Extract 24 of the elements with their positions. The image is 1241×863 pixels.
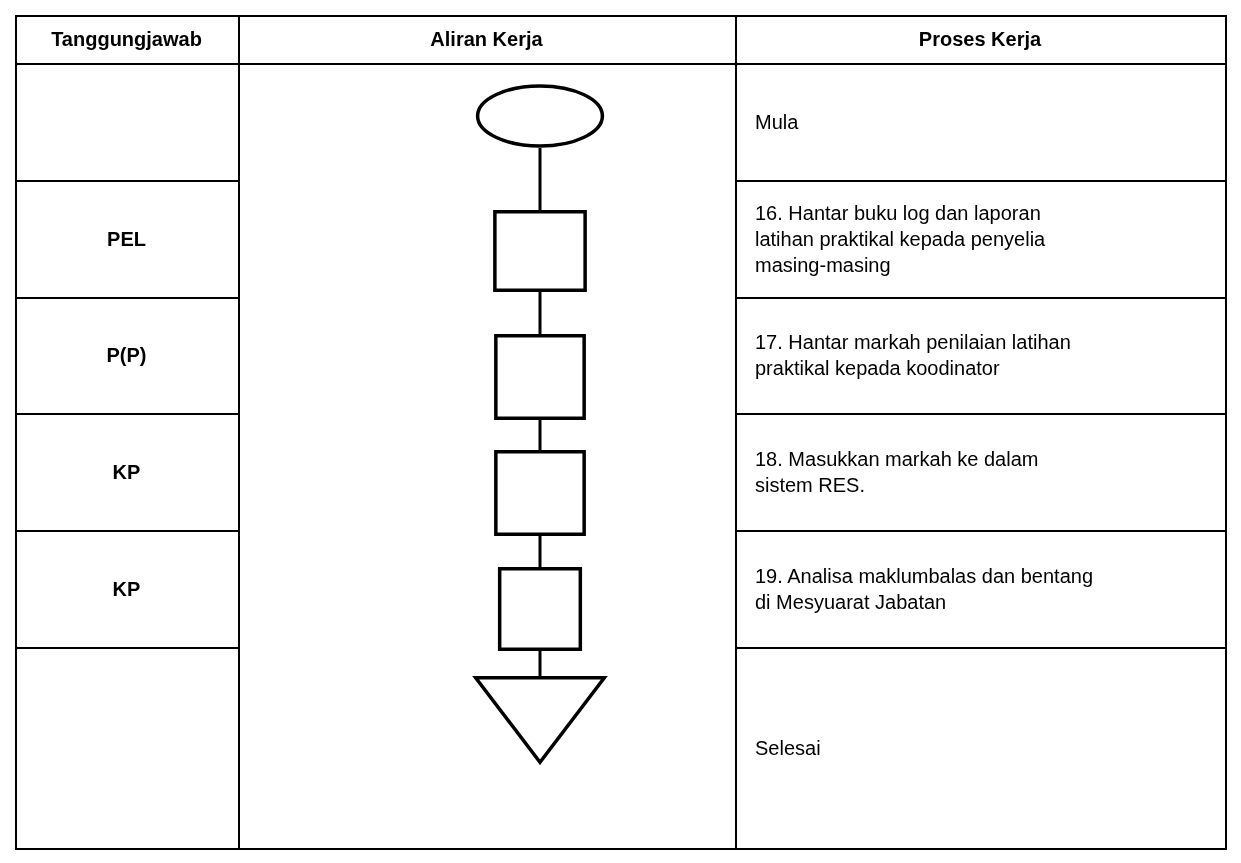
step-text: 19. Analisa maklumbalas dan bentang di Mesyuarat Jabatan	[755, 563, 1094, 615]
step-text: Mula	[755, 109, 799, 135]
step-text: 17. Hantar markah penilaian latihan praktikal kepada koodinator	[755, 330, 1072, 381]
role-code: KP	[112, 576, 141, 602]
role-code: PEL	[107, 226, 146, 252]
end-triangle	[473, 676, 607, 764]
process-box	[498, 567, 582, 651]
step-text: 16. Hantar buku log dan laporan latihan praktikal kepada penyelia masing-masing	[755, 200, 1047, 278]
step-text: 18. Masukkan markah ke dalam sistem RES.	[755, 446, 1040, 498]
connector-line	[538, 148, 542, 210]
step-text: Selesai	[755, 735, 821, 761]
role-code: KP	[112, 459, 141, 485]
start-ellipse	[475, 84, 605, 148]
connector-line	[538, 420, 542, 450]
connector-line	[538, 536, 542, 567]
connector-line	[538, 292, 542, 334]
column-header: Proses Kerja	[918, 27, 1042, 52]
connector-line	[538, 651, 542, 676]
process-box	[493, 210, 587, 292]
process-box	[494, 450, 586, 536]
process-box	[494, 334, 586, 420]
role-code: P(P)	[106, 343, 147, 368]
column-header: Tanggungjawab	[51, 27, 202, 52]
column-header: Aliran Kerja	[430, 27, 543, 52]
